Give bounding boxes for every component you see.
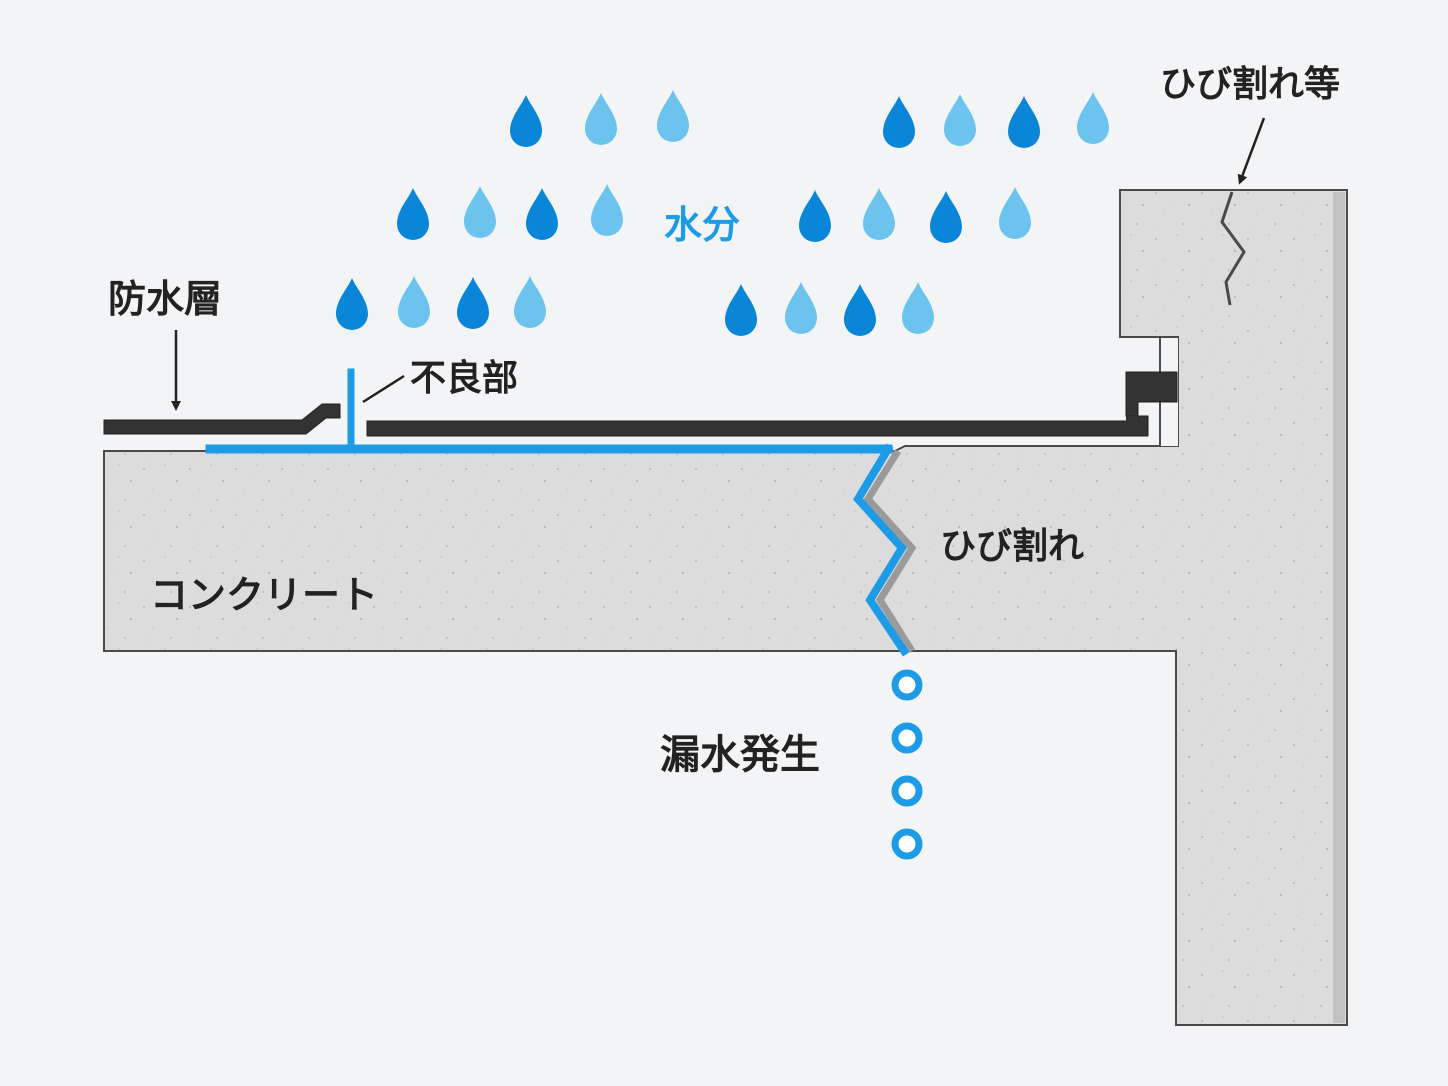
- water-drop-icon: [591, 184, 623, 236]
- label-cracks-etc: ひび割れ等: [1160, 64, 1340, 105]
- defect-leader: [362, 374, 405, 404]
- water-drop-icon: [510, 95, 542, 147]
- label-crack: ひび割れ: [940, 526, 1084, 567]
- water-drop-icon: [725, 284, 757, 336]
- leak-drips: [891, 669, 923, 860]
- leak-drip-ring-icon: [891, 828, 923, 860]
- water-drop-icon: [397, 188, 429, 240]
- membrane-main-piece: [366, 371, 1178, 437]
- water-drop-icon: [999, 187, 1031, 239]
- leak-drip-ring-icon: [891, 775, 923, 807]
- concrete-slab-and-wall: [103, 189, 1348, 1026]
- water-drop-icon: [785, 282, 817, 334]
- waterproof-membrane: [103, 371, 1178, 437]
- membrane-upturn-gap: [1126, 416, 1138, 422]
- leak-drip-ring-icon: [891, 669, 923, 701]
- annotation-leaders: [171, 117, 1266, 411]
- water-drop-icon: [902, 282, 934, 334]
- water-drop-icon: [464, 186, 496, 238]
- water-through-crack: [853, 443, 910, 657]
- water-drop-icon: [336, 278, 368, 330]
- water-drop-icon: [930, 191, 962, 243]
- label-moisture: 水分: [664, 203, 740, 247]
- water-drop-icon: [585, 93, 617, 145]
- slab-crack-gap: [863, 449, 917, 653]
- water-drop-icon: [526, 188, 558, 240]
- wall-side-shade: [1333, 192, 1345, 1023]
- water-drop-icon: [844, 284, 876, 336]
- water-drops: [336, 90, 1109, 336]
- label-leak: 漏水発生: [660, 732, 820, 778]
- water-path: [205, 368, 910, 657]
- label-defect: 不良部: [410, 358, 518, 399]
- water-drop-icon: [514, 276, 546, 328]
- water-drop-icon: [799, 190, 831, 242]
- water-drop-icon: [863, 188, 895, 240]
- water-drop-icon: [944, 94, 976, 146]
- parapet-crack: [1220, 191, 1246, 306]
- cracks-etc-arrow: [1237, 117, 1266, 185]
- water-drop-icon: [657, 90, 689, 142]
- water-drop-icon: [457, 277, 489, 329]
- water-drop-icon: [398, 276, 430, 328]
- water-drop-icon: [883, 96, 915, 148]
- label-waterproof-layer: 防水層: [108, 277, 222, 321]
- membrane-left-piece: [103, 403, 341, 435]
- water-drop-icon: [1008, 96, 1040, 148]
- water-drop-icon: [1077, 92, 1109, 144]
- leak-drip-ring-icon: [891, 722, 923, 754]
- label-concrete: コンクリート: [150, 573, 378, 617]
- labels: 防水層 不良部 水分 ひび割れ等 ひび割れ コンクリート 漏水発生: [108, 64, 1340, 778]
